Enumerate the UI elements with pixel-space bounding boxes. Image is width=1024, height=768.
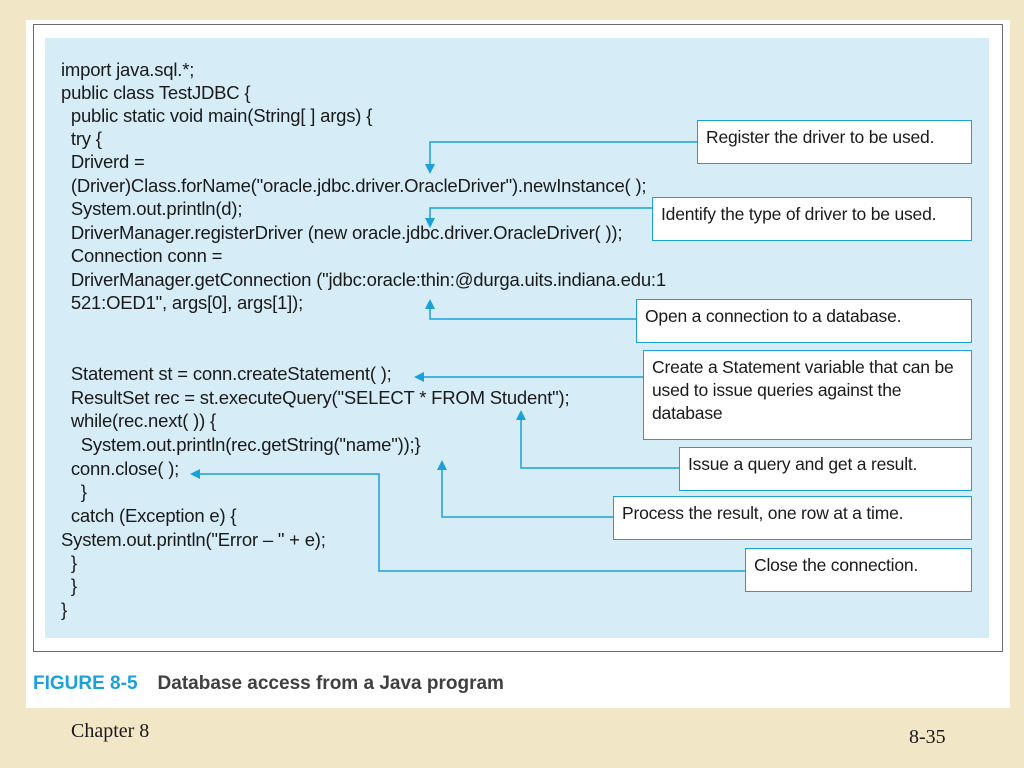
arrow-identify-driver [425,207,652,228]
code-line: System.out.println("Error – " + e); [61,529,326,550]
code-line: } [61,599,67,620]
code-line: Statement st = conn.createStatement( ); [61,363,392,384]
footer-page-number: 8-35 [909,726,946,748]
code-line: try { [61,128,102,149]
code-line: System.out.println(rec.getString("name")… [61,434,421,455]
arrow-register-driver [425,141,697,174]
code-line: conn.close( ); [61,458,180,479]
code-line: import java.sql.*; [61,59,195,80]
callout-issue-query: Issue a query and get a result. [679,447,972,491]
code-line: } [61,481,87,502]
callout-identify-driver: Identify the type of driver to be used. [652,197,972,241]
callout-create-statement: Create a Statement variable that can be … [643,350,972,440]
callout-register-driver: Register the driver to be used. [697,120,972,164]
code-line: System.out.println(d); [61,198,243,219]
code-line: public static void main(String[ ] args) … [61,105,373,126]
code-line: Driverd = [61,151,145,172]
figure-caption: FIGURE 8-5 Database access from a Java pr… [33,673,504,695]
arrow-issue-query [516,410,679,469]
code-line: DriverManager.getConnection ("jdbc:oracl… [61,269,666,290]
code-line: 521:OED1", args[0], args[1]); [61,292,304,313]
code-line: } [61,575,77,596]
arrow-open-connection [425,299,636,320]
code-line: while(rec.next( )) { [61,410,216,431]
callout-close-connection: Close the connection. [745,548,972,592]
code-line: DriverManager.registerDriver (new oracle… [61,222,623,243]
code-line: catch (Exception e) { [61,505,237,526]
callout-process-result: Process the result, one row at a time. [613,496,972,540]
figure-title: Database access from a Java program [157,673,504,694]
code-line: Connection conn = [61,245,223,266]
code-line: ResultSet rec = st.executeQuery("SELECT … [61,387,570,408]
code-line: } [61,552,77,573]
code-line: (Driver)Class.forName("oracle.jdbc.drive… [61,175,647,196]
figure-number: FIGURE 8-5 [33,673,138,694]
callout-open-connection: Open a connection to a database. [636,299,972,343]
footer-chapter: Chapter 8 [71,720,150,742]
arrow-process-result [437,460,613,518]
arrow-close-connection [190,469,745,572]
code-line: public class TestJDBC { [61,82,251,103]
